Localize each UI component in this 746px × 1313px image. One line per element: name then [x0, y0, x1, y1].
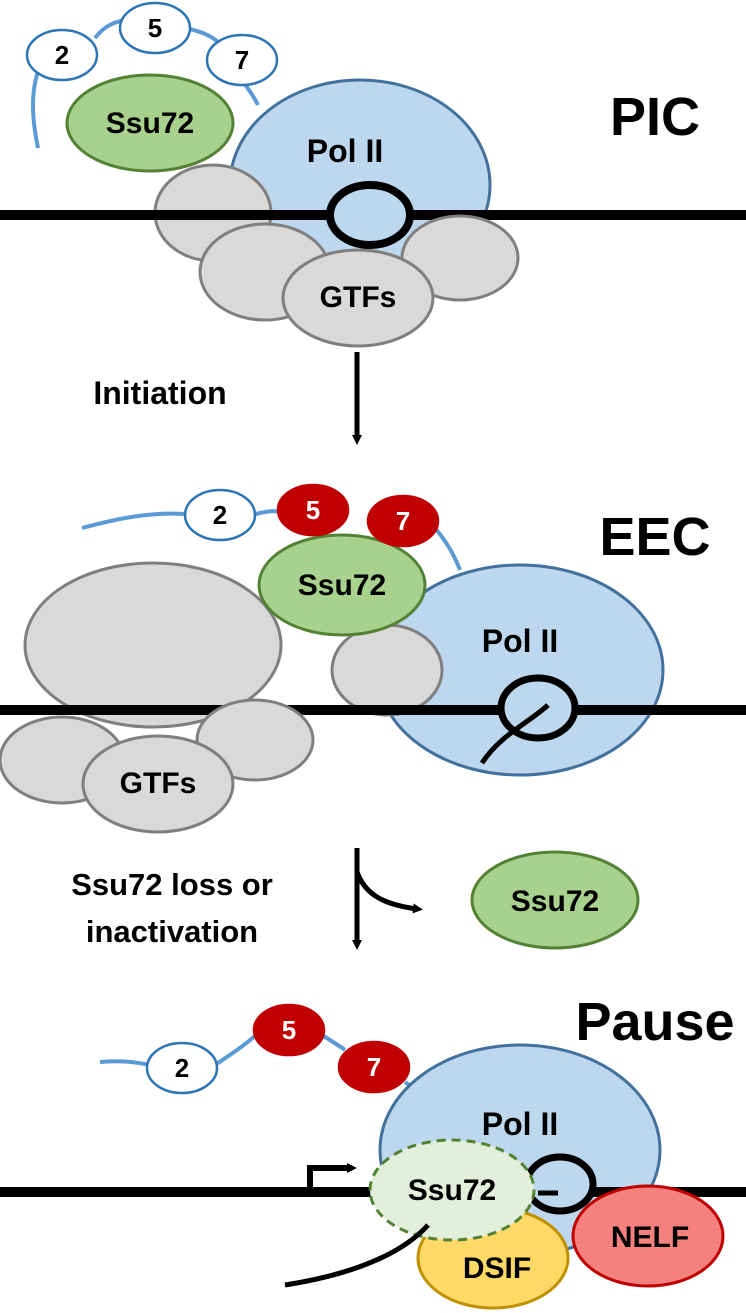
- ctd-tail: [99, 1033, 422, 1095]
- ssu72: [257, 533, 427, 637]
- ctd-ser7-label: 7: [396, 506, 410, 536]
- gtfs: [281, 248, 435, 348]
- gtf-blob: [23, 561, 283, 729]
- inactive-ssu72: [368, 1138, 536, 1242]
- nelf-label: NELF: [611, 1221, 689, 1254]
- ctd-ser7-label: 7: [235, 45, 249, 75]
- ctd-ser7: [337, 1040, 411, 1094]
- ctd-ser2: [145, 1041, 219, 1095]
- ctd-ser5: [118, 1, 192, 55]
- nascent-rna: [284, 1223, 430, 1288]
- pic-stage: 2 5 7 Ssu72 Pol II GTFs PIC: [0, 1, 746, 348]
- dna-bubble: [326, 181, 414, 249]
- ssu72: [65, 73, 235, 173]
- ssu72-label: Ssu72: [106, 107, 194, 140]
- ctd-ser2: [183, 488, 257, 542]
- ctd-ser7: [205, 33, 279, 87]
- ctd-ser2-label: 2: [175, 1053, 189, 1083]
- ctd-ser2-label: 2: [213, 500, 227, 530]
- pol2-label: Pol II: [307, 133, 383, 169]
- nascent-rna: [479, 703, 550, 765]
- pol2-label: Pol II: [482, 1106, 558, 1142]
- ctd-ser2: [25, 28, 99, 82]
- gtfs-label: GTFs: [320, 281, 397, 314]
- ssu72-label: Ssu72: [298, 569, 386, 602]
- ctd-ser5-label: 5: [306, 495, 320, 525]
- pol2-label: Pol II: [482, 623, 558, 659]
- stage-title-eec: EEC: [599, 507, 710, 567]
- ctd-ser5: [276, 483, 350, 537]
- ctd-ser7-label: 7: [367, 1052, 381, 1082]
- stage-title-pic: PIC: [610, 87, 700, 147]
- dsif-label: DSIF: [463, 1252, 531, 1285]
- ctd-ser2-label: 2: [55, 40, 69, 70]
- dna-bubble: [497, 674, 579, 742]
- ctd-tail: [31, 18, 260, 149]
- transition-initiation: Initiation: [93, 352, 362, 445]
- ssu72-loss-label-line1: Ssu72 loss or: [71, 867, 273, 902]
- gtfs-label: GTFs: [120, 767, 197, 800]
- released-ssu72-label: Ssu72: [511, 885, 599, 918]
- gtf-blob: [330, 623, 444, 717]
- stage-title-pause: Pause: [575, 992, 734, 1052]
- gtf-blob: [195, 698, 315, 782]
- inactive-ssu72-label: Ssu72: [408, 1174, 496, 1207]
- dna-bubble: [523, 1153, 597, 1215]
- ctd-ser5: [252, 1003, 326, 1057]
- tss-bent-arrow-icon: [307, 1163, 357, 1192]
- initiation-label: Initiation: [93, 375, 226, 411]
- transition-ssu72-loss: Ssu72 loss or inactivation Ssu72: [71, 848, 640, 950]
- ctd-ser7: [366, 494, 440, 548]
- gtfs: [81, 734, 235, 834]
- released-ssu72: [470, 850, 640, 950]
- eec-stage: 2 5 7 Ssu72 Pol II GTFs EEC: [0, 483, 746, 834]
- curved-release-arrow-icon: [354, 871, 423, 914]
- ctd-ser5-label: 5: [148, 13, 162, 43]
- pause-stage: 2 5 7 Pol II Ssu72 DSIF NELF Pause: [0, 992, 746, 1310]
- ssu72-loss-label-line2: inactivation: [86, 914, 258, 949]
- nelf: [571, 1184, 725, 1288]
- ctd-ser5-label: 5: [282, 1015, 296, 1045]
